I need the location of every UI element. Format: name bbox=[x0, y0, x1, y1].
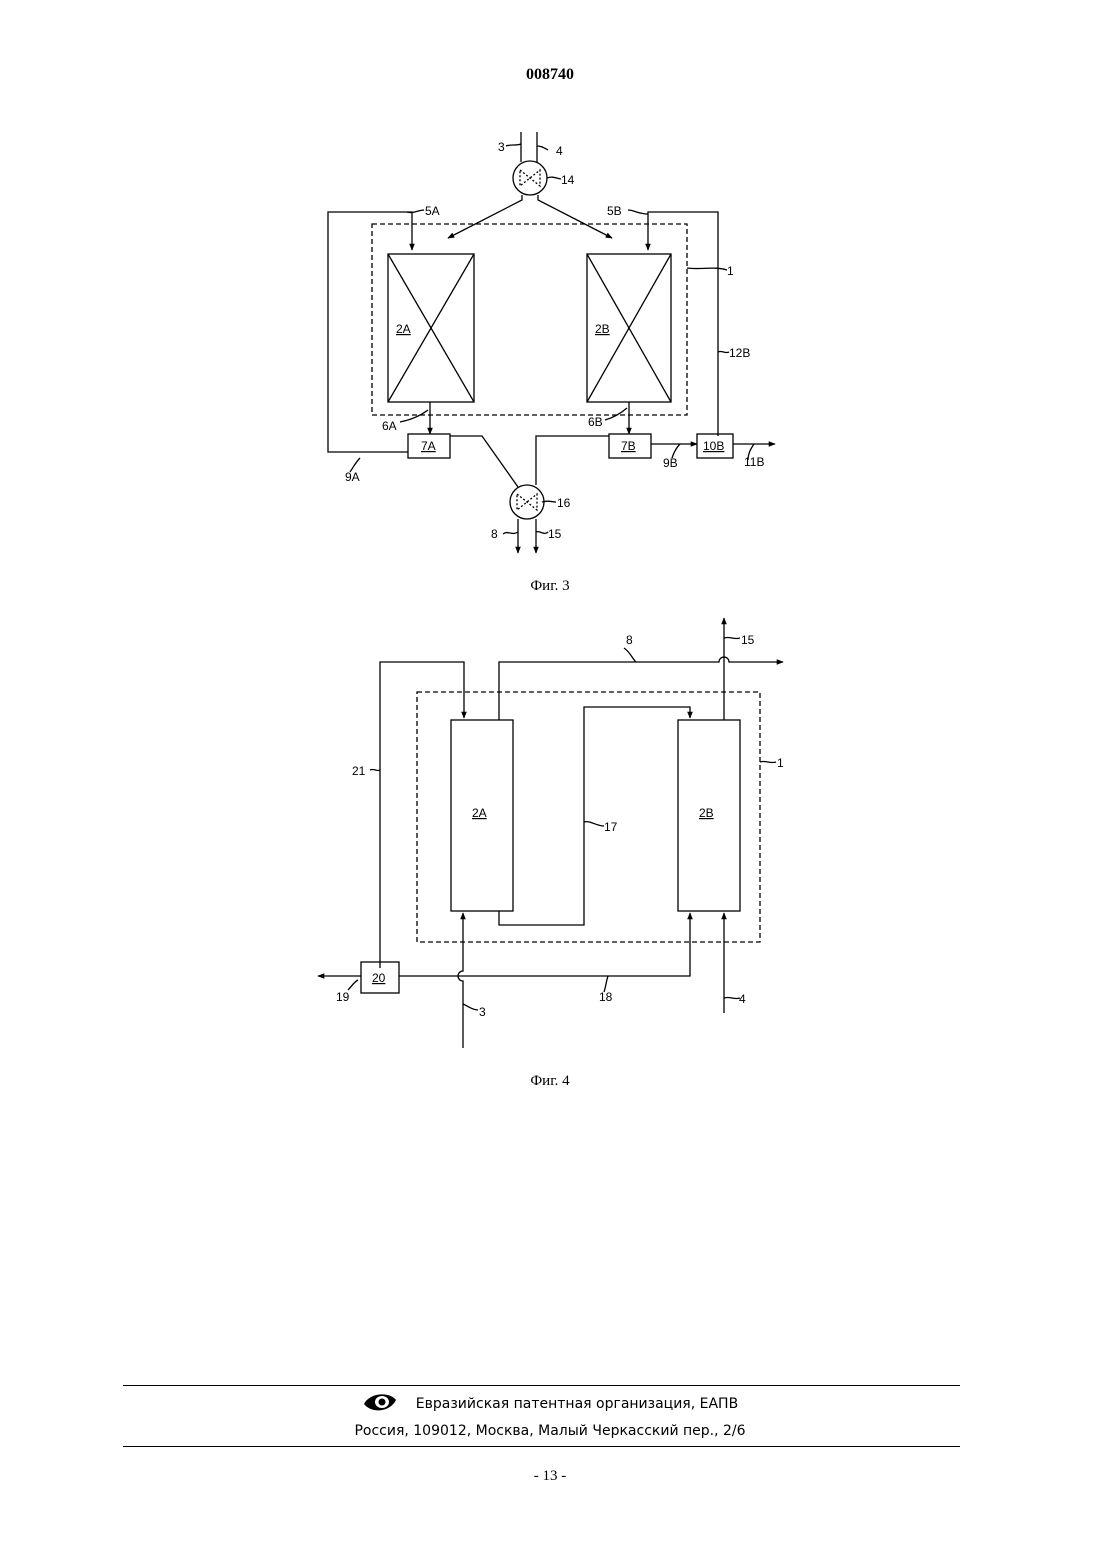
figure-4-diagram: 8 15 21 1 2A 2B 17 20 19 18 3 4 bbox=[0, 610, 1100, 1060]
label-15: 15 bbox=[741, 633, 755, 647]
eapo-logo-icon bbox=[362, 1390, 398, 1418]
stream-18-line bbox=[399, 913, 690, 976]
footer-address: Россия, 109012, Москва, Малый Черкасский… bbox=[0, 1423, 1100, 1439]
label-2A: 2A bbox=[396, 322, 411, 336]
label-15: 15 bbox=[548, 527, 562, 541]
figure-3-diagram: 3 4 14 5A 5B 1 2A 2B 12B 6A 6B 7A 7B 10B… bbox=[0, 0, 1100, 590]
footer-organization: Евразийская патентная организация, ЕАПВ bbox=[0, 1390, 1100, 1418]
enclosure-1 bbox=[372, 224, 687, 415]
label-20: 20 bbox=[372, 971, 386, 985]
label-7B: 7B bbox=[621, 439, 636, 453]
label-2B: 2B bbox=[699, 806, 714, 820]
footer-divider-bottom bbox=[123, 1446, 960, 1447]
label-21: 21 bbox=[352, 764, 366, 778]
label-9B: 9B bbox=[663, 456, 678, 470]
label-5A: 5A bbox=[425, 204, 440, 218]
label-17: 17 bbox=[604, 820, 618, 834]
footer-organization-text: Евразийская патентная организация, ЕАПВ bbox=[416, 1396, 738, 1412]
label-1: 1 bbox=[777, 756, 784, 770]
label-10B: 10B bbox=[703, 439, 724, 453]
stream-17-line bbox=[499, 707, 690, 925]
label-14: 14 bbox=[561, 173, 575, 187]
label-1: 1 bbox=[727, 264, 734, 278]
page-number: - 13 - bbox=[0, 1468, 1100, 1485]
label-11B: 11B bbox=[744, 455, 764, 469]
stream-8-line bbox=[499, 657, 783, 720]
label-5B: 5B bbox=[607, 204, 622, 218]
stream-3-line bbox=[458, 913, 463, 1048]
label-8: 8 bbox=[491, 527, 498, 541]
label-4: 4 bbox=[739, 992, 746, 1006]
footer-divider-top bbox=[123, 1385, 960, 1386]
label-12B: 12B bbox=[729, 346, 750, 360]
label-7A: 7A bbox=[421, 439, 436, 453]
label-16: 16 bbox=[557, 496, 571, 510]
label-2B: 2B bbox=[595, 322, 610, 336]
label-6A: 6A bbox=[382, 419, 397, 433]
figure-3-caption: Фиг. 3 bbox=[0, 578, 1100, 595]
label-3: 3 bbox=[479, 1005, 486, 1019]
label-18: 18 bbox=[599, 990, 613, 1004]
label-3: 3 bbox=[498, 140, 505, 154]
figure-4-caption: Фиг. 4 bbox=[0, 1073, 1100, 1090]
label-6B: 6B bbox=[588, 415, 603, 429]
label-2A: 2A bbox=[472, 806, 487, 820]
label-4: 4 bbox=[556, 144, 563, 158]
label-19: 19 bbox=[336, 990, 350, 1004]
label-8: 8 bbox=[626, 633, 633, 647]
label-9A: 9A bbox=[345, 470, 360, 484]
